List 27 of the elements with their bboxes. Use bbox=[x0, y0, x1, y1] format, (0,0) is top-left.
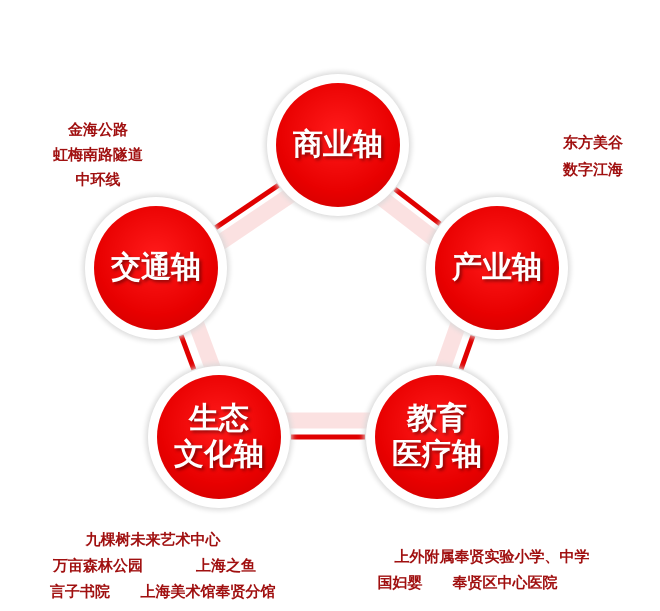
place-name: 中环线 bbox=[76, 170, 120, 190]
connector-line bbox=[214, 183, 280, 230]
axis-circle bbox=[157, 375, 281, 499]
place-name: 万亩森林公园 bbox=[53, 556, 143, 576]
axis-circle bbox=[435, 206, 559, 330]
place-name: 奉贤区中心医院 bbox=[452, 574, 558, 592]
axis-title: 交通轴 bbox=[111, 250, 201, 286]
place-name: 国妇婴 bbox=[378, 574, 422, 592]
place-name: 数字江海 bbox=[563, 160, 623, 180]
connector-line bbox=[393, 187, 442, 226]
place-name: 九棵树未来艺术中心 bbox=[86, 530, 220, 550]
place-name: 言子书院 bbox=[50, 582, 110, 602]
axis-circle bbox=[375, 375, 499, 499]
axis-title: 商业轴 bbox=[293, 127, 383, 163]
axis-title: 产业轴 bbox=[452, 250, 542, 286]
place-name: 金海公路 bbox=[68, 120, 128, 140]
connector-line bbox=[291, 434, 365, 440]
axis-circle bbox=[94, 206, 218, 330]
place-name: 东方美谷 bbox=[563, 134, 623, 152]
connector-line bbox=[458, 335, 476, 370]
place-name: 虹梅南路隧道 bbox=[53, 146, 143, 164]
place-name: 上外附属奉贤实验小学、中学 bbox=[394, 548, 590, 566]
axis-circle bbox=[276, 83, 400, 207]
axis-title: 生态文化轴 bbox=[174, 401, 264, 473]
axis-title: 教育医疗轴 bbox=[392, 401, 482, 473]
place-name: 上海之鱼 bbox=[196, 556, 256, 576]
place-name: 上海美术馆奉贤分馆 bbox=[140, 582, 276, 602]
